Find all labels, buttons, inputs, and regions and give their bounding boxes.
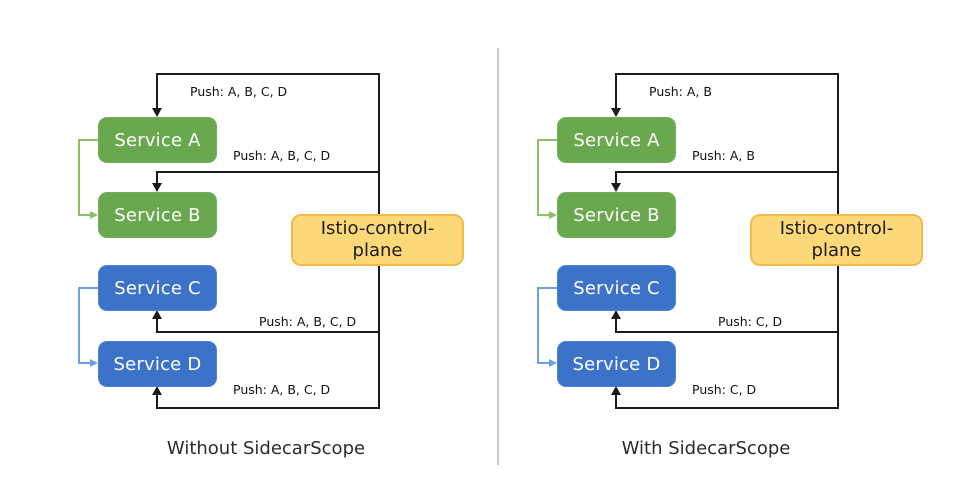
push-label-c: Push: C, D xyxy=(718,314,783,329)
push-line-to-c-rise xyxy=(615,318,617,331)
service-b-box: Service B xyxy=(98,192,217,238)
push-label-a: Push: A, B, C, D xyxy=(190,84,288,99)
push-line-to-a xyxy=(615,73,839,75)
arrowhead-into-service-d xyxy=(152,386,162,395)
push-line-to-a-drop xyxy=(615,73,617,109)
c-to-d-connector xyxy=(78,362,91,364)
arrowhead-a-to-b xyxy=(90,211,98,219)
push-line-to-b-drop xyxy=(156,171,158,184)
panel-without-sidecarscope: Push: A, B, C, D Service A Push: A, B, C… xyxy=(0,0,465,489)
push-line-to-c-rise xyxy=(156,318,158,331)
arrowhead-into-service-a xyxy=(611,108,621,117)
service-a-box: Service A xyxy=(98,117,217,163)
a-to-b-connector xyxy=(537,139,539,216)
a-to-b-connector xyxy=(78,139,98,141)
service-b-box: Service B xyxy=(557,192,676,238)
control-plane-label: plane xyxy=(352,240,403,261)
push-line-to-c xyxy=(156,331,380,333)
control-plane-label: plane xyxy=(811,240,862,261)
push-label-b: Push: A, B, C, D xyxy=(233,148,331,163)
push-line-to-c xyxy=(615,331,839,333)
push-line-to-b xyxy=(615,171,839,173)
control-plane-box: Istio-control- plane xyxy=(750,214,923,266)
arrowhead-into-service-b xyxy=(152,183,162,192)
arrowhead-into-service-b xyxy=(611,183,621,192)
panel-divider xyxy=(497,48,499,465)
push-line-to-d-rise xyxy=(615,394,617,407)
a-to-b-connector xyxy=(537,214,550,216)
c-to-d-connector xyxy=(78,287,98,289)
push-line-to-b-drop xyxy=(615,171,617,184)
push-label-d: Push: C, D xyxy=(692,382,757,397)
arrowhead-into-service-a xyxy=(152,108,162,117)
push-label-b: Push: A, B xyxy=(692,148,755,163)
c-to-d-connector xyxy=(537,362,550,364)
push-line-to-d xyxy=(615,407,839,409)
c-to-d-connector xyxy=(537,287,539,364)
push-label-c: Push: A, B, C, D xyxy=(259,314,357,329)
push-line-to-b xyxy=(156,171,380,173)
arrowhead-a-to-b xyxy=(549,211,557,219)
service-d-box: Service D xyxy=(98,341,217,387)
a-to-b-connector xyxy=(78,139,80,216)
service-c-box: Service C xyxy=(98,265,217,311)
a-to-b-connector xyxy=(78,214,91,216)
arrowhead-c-to-d xyxy=(549,359,557,367)
push-label-d: Push: A, B, C, D xyxy=(233,382,331,397)
service-a-box: Service A xyxy=(557,117,676,163)
a-to-b-connector xyxy=(537,139,557,141)
arrowhead-into-service-c xyxy=(152,310,162,319)
panel-caption: Without SidecarScope xyxy=(166,438,366,459)
control-plane-box: Istio-control- plane xyxy=(291,214,464,266)
push-line-to-d-rise xyxy=(156,394,158,407)
service-d-box: Service D xyxy=(557,341,676,387)
c-to-d-connector xyxy=(78,287,80,364)
panel-caption: With SidecarScope xyxy=(621,438,791,459)
arrowhead-into-service-c xyxy=(611,310,621,319)
panel-with-sidecarscope: Push: A, B Service A Push: A, B Service … xyxy=(459,0,924,489)
push-label-a: Push: A, B xyxy=(649,84,712,99)
control-plane-label: Istio-control- xyxy=(779,217,894,239)
arrowhead-c-to-d xyxy=(90,359,98,367)
push-line-to-a xyxy=(156,73,380,75)
c-to-d-connector xyxy=(537,287,557,289)
service-c-box: Service C xyxy=(557,265,676,311)
control-plane-label: Istio-control- xyxy=(320,217,435,239)
arrowhead-into-service-d xyxy=(611,386,621,395)
push-line-to-d xyxy=(156,407,380,409)
push-line-to-a-drop xyxy=(156,73,158,109)
